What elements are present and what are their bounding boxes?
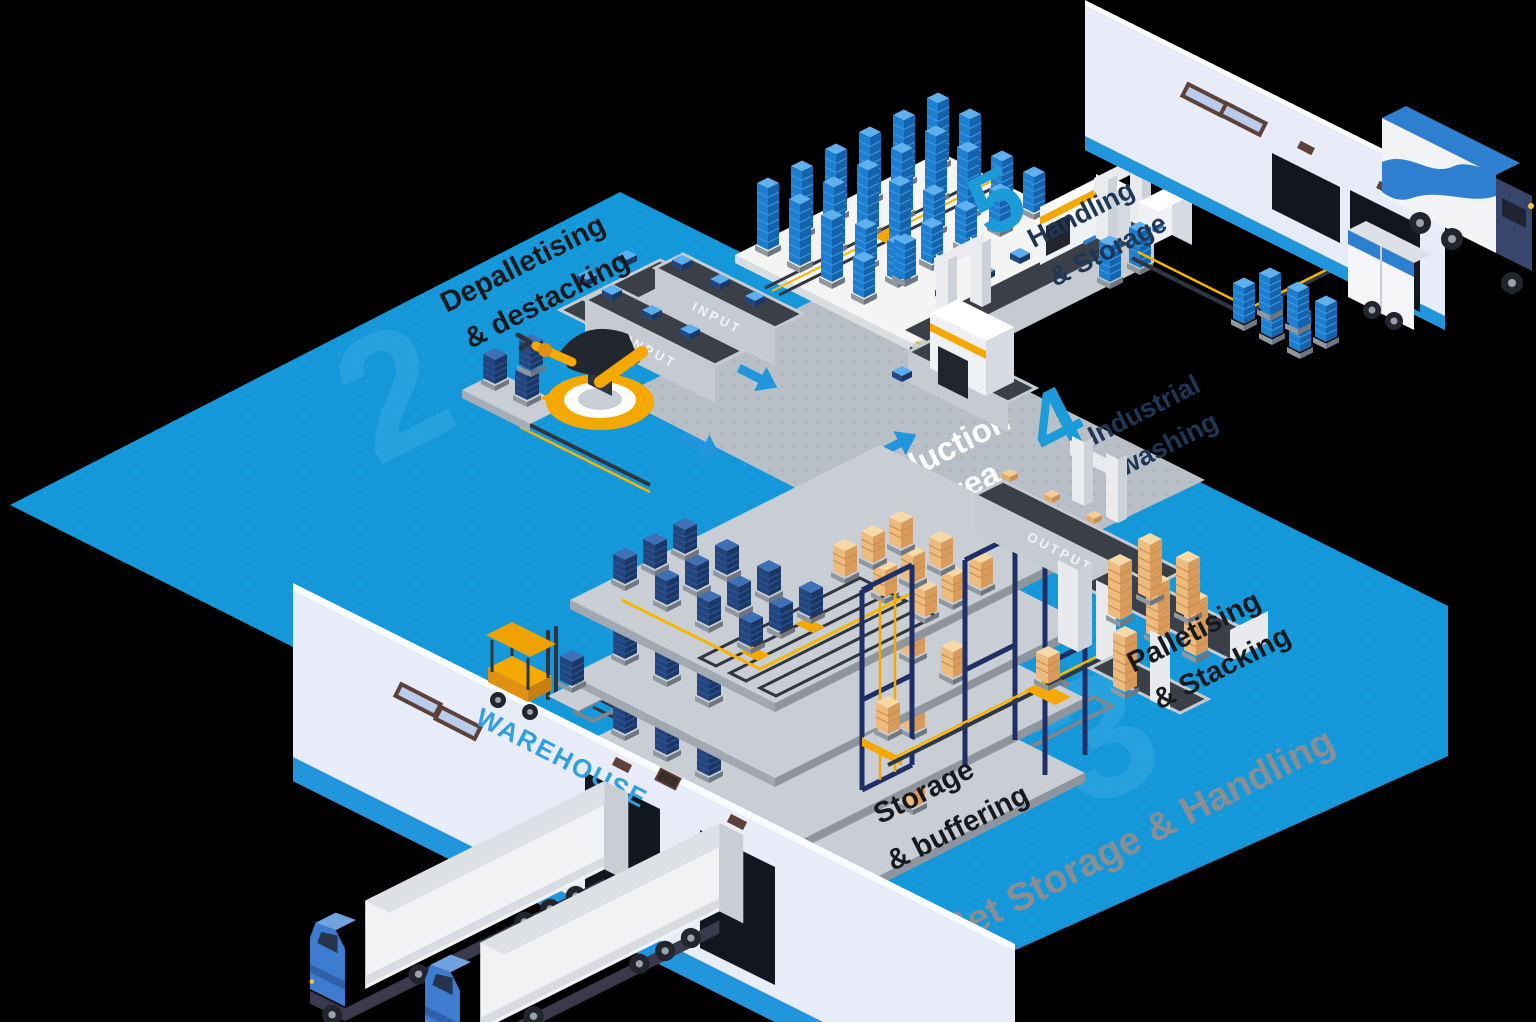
washing-machine-1 (1040, 174, 1131, 265)
shuttle-carrier (1025, 682, 1071, 705)
dock-window (1217, 100, 1269, 138)
rack-shuttle (795, 618, 825, 633)
warehouse-vent (654, 767, 682, 791)
outbound-truck (1382, 106, 1534, 294)
dock-door-1 (1272, 153, 1340, 243)
rack-level-1 (570, 445, 1085, 712)
depalletising-robot (515, 328, 654, 430)
robot-gripper (515, 332, 533, 351)
washing-machine-2 (930, 299, 1014, 399)
docked-trailer (1348, 221, 1432, 330)
dispatch-crate-stacks (1230, 266, 1340, 360)
input-conveyors: INPUT INPUT (556, 250, 807, 403)
machine-logo (1082, 235, 1098, 245)
machine-logo (1151, 223, 1165, 233)
washed-crate-stack (891, 232, 919, 288)
warehouse-window (432, 704, 484, 742)
forklift-roof (486, 622, 556, 657)
warehouse-window (392, 681, 444, 719)
dispatch-dock (1085, 0, 1534, 360)
palletiser (1058, 532, 1272, 715)
outbound-shuttle-path (887, 643, 1121, 767)
input-conveyor-2: INPUT (651, 252, 807, 366)
trailer-stripe (1382, 158, 1496, 200)
forklift (486, 622, 602, 720)
